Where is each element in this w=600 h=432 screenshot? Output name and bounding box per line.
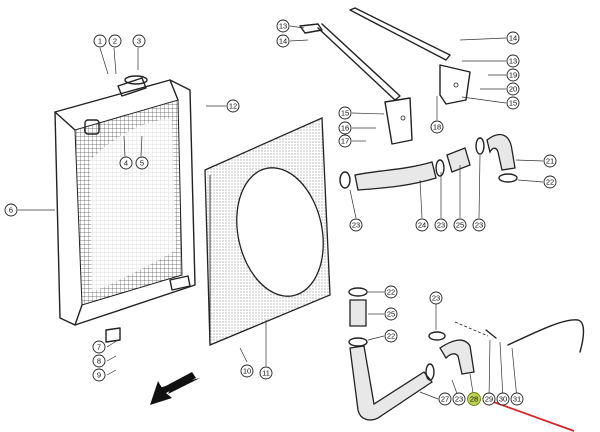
svg-text:25: 25 [387,310,395,319]
callout-23-upper-right[interactable]: 23 [472,218,486,232]
callout-5[interactable]: 5 [135,156,149,170]
callout-1[interactable]: 1 [93,34,107,48]
lower-hoses [348,287,585,421]
callout-16[interactable]: 16 [338,121,352,135]
callout-17[interactable]: 17 [338,134,352,148]
callout-4[interactable]: 4 [119,156,133,170]
callout-14-top-left[interactable]: 14 [276,34,290,48]
callout-23-lower[interactable]: 23 [452,392,466,406]
callout-19[interactable]: 19 [506,68,520,82]
callout-30[interactable]: 30 [496,392,510,406]
svg-text:4: 4 [124,159,128,168]
svg-text:22: 22 [546,178,554,187]
callout-22-upper[interactable]: 22 [543,175,557,189]
svg-text:23: 23 [432,294,440,303]
svg-text:5: 5 [140,159,144,168]
callout-13-top-left[interactable]: 13 [276,19,290,33]
svg-text:24: 24 [418,221,426,230]
highlight-arrow [482,397,575,432]
callout-27[interactable]: 27 [438,392,452,406]
svg-text:29: 29 [485,395,493,404]
svg-text:18: 18 [433,123,441,132]
svg-text:3: 3 [137,37,141,46]
callout-22-lower[interactable]: 22 [384,329,398,343]
svg-text:14: 14 [509,34,517,43]
svg-text:23: 23 [475,221,483,230]
callout-23-lower-top[interactable]: 23 [429,291,443,305]
svg-text:15: 15 [341,109,349,118]
callout-23-upper-left[interactable]: 23 [349,218,363,232]
callout-14-top-right[interactable]: 14 [506,31,520,45]
svg-text:19: 19 [509,71,517,80]
callout-11[interactable]: 11 [259,366,273,380]
svg-text:16: 16 [341,124,349,133]
svg-text:22: 22 [387,332,395,341]
svg-text:11: 11 [262,369,270,378]
callouts: 1 2 3 4 5 6 7 8 9 10 11 12 13 14 14 13 1… [4,19,557,406]
svg-text:23: 23 [352,221,360,230]
svg-text:20: 20 [509,85,517,94]
fan-shroud [204,117,331,346]
callout-25-lower[interactable]: 25 [384,307,398,321]
callout-3[interactable]: 3 [132,34,146,48]
callout-25-upper[interactable]: 25 [453,218,467,232]
svg-text:23: 23 [455,395,463,404]
svg-text:22: 22 [387,288,395,297]
svg-text:14: 14 [279,37,287,46]
svg-text:25: 25 [456,221,464,230]
svg-text:8: 8 [97,357,101,366]
svg-text:21: 21 [546,157,554,166]
callout-9[interactable]: 9 [92,368,106,382]
svg-text:12: 12 [229,102,237,111]
svg-text:7: 7 [97,343,101,352]
svg-text:9: 9 [97,371,101,380]
svg-text:28: 28 [470,395,478,404]
svg-text:1: 1 [98,37,102,46]
callout-12[interactable]: 12 [226,99,240,113]
callout-21[interactable]: 21 [543,154,557,168]
svg-text:10: 10 [243,367,251,376]
svg-text:6: 6 [9,206,13,215]
svg-text:13: 13 [509,57,517,66]
callout-13-right[interactable]: 13 [506,54,520,68]
callout-23-upper-mid[interactable]: 23 [434,218,448,232]
callout-18[interactable]: 18 [430,120,444,134]
callout-24[interactable]: 24 [415,218,429,232]
direction-arrow [150,372,200,405]
svg-text:13: 13 [279,22,287,31]
svg-text:23: 23 [437,221,445,230]
svg-text:15: 15 [509,99,517,108]
svg-text:30: 30 [499,395,507,404]
svg-text:2: 2 [113,37,117,46]
callout-20[interactable]: 20 [506,82,520,96]
callout-7[interactable]: 7 [92,340,106,354]
radiator [54,75,196,343]
callout-15-right[interactable]: 15 [506,96,520,110]
callout-2[interactable]: 2 [108,34,122,48]
svg-text:27: 27 [441,395,449,404]
callout-31[interactable]: 31 [510,392,524,406]
leader-lines [18,25,544,400]
callout-15-left[interactable]: 15 [338,106,352,120]
callout-6[interactable]: 6 [4,203,18,217]
callout-22-lower-top[interactable]: 22 [384,285,398,299]
callout-28-highlighted[interactable]: 28 [467,392,481,406]
upper-hoses [339,133,518,191]
svg-text:31: 31 [513,395,521,404]
callout-29[interactable]: 29 [482,392,496,406]
svg-text:17: 17 [341,137,349,146]
support-stays [299,7,471,145]
callout-10[interactable]: 10 [240,364,254,378]
callout-8[interactable]: 8 [92,354,106,368]
